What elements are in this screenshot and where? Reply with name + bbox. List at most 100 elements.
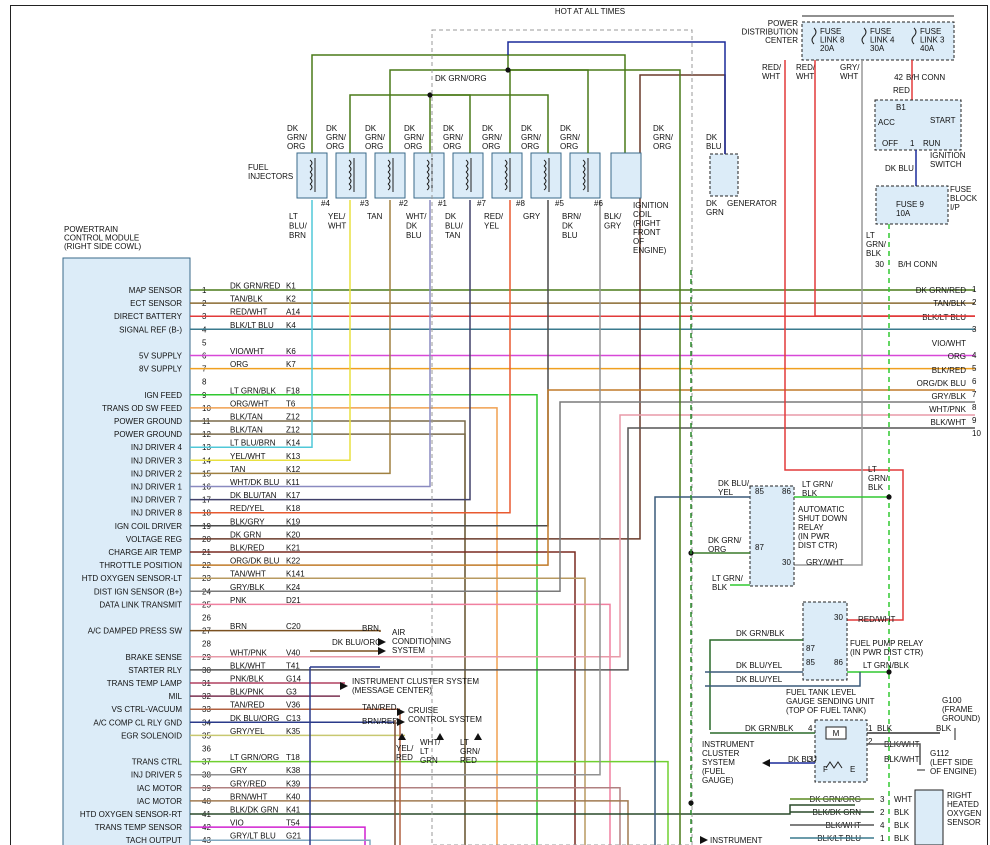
asd-wire-bottom: LT GRN/ [712,574,744,583]
injector-coil [582,171,586,179]
pdc-red-wht-2: WHT [796,72,814,81]
red-wht-direct-battery [814,60,975,317]
pin-circuit-code: K35 [286,727,301,736]
fp-pin-85: 85 [806,658,815,667]
wire-pin-10 [190,407,498,845]
injector-coil [309,183,313,191]
injector-number: #5 [555,199,564,208]
injector-top-wire: ORG [443,142,461,151]
injector-coil [348,159,352,167]
pin-function-label: STARTER RLY [128,666,182,675]
pin-function-label: HTD OXYGEN SENSOR-RT [80,810,182,819]
pin-wire-color: YEL/WHT [230,452,266,461]
cruise-wire-yel-red: YEL/ [396,744,414,753]
fuse-block-conn-pin: 30 [875,260,884,269]
fuse-link-symbol [811,27,817,45]
pin-circuit-code: A14 [286,308,301,317]
injector-top-wire: DK [443,124,455,133]
pin-wire-color: GRY/RED [230,779,267,788]
injector-wire-color: YEL/ [328,212,346,221]
pdc-fuse-2: LINK 4 [870,36,895,45]
injector-feed [349,94,430,153]
pin-function-label: POWER GROUND [114,430,182,439]
generator-top-wire: DK [706,133,718,142]
injector-coil [582,183,586,191]
cluster-message-center-label: INSTRUMENT CLUSTER SYSTEM [352,677,479,686]
pin-wire-color: BLK/RED [230,544,264,553]
pin-circuit-code: K19 [286,517,301,526]
ignition-coil-label: OF [633,237,644,246]
asd-pin-86: 86 [782,487,791,496]
injector-feed [508,54,626,153]
gry-wht-asd [790,60,863,566]
injector-top-wire: GRN/ [521,133,542,142]
pin-function-label: DATA LINK TRANSMIT [99,600,182,609]
pin-function-label: IGN FEED [144,391,182,400]
pin-function-label: MAP SENSOR [129,286,182,295]
pin-circuit-code: K7 [286,360,296,369]
fuel-tank-pin-3: 3 [808,755,813,764]
wire-pin-18 [190,200,511,514]
pin-function-label: MIL [169,692,183,701]
wire-pin-12 [190,433,466,845]
splice-dot [886,494,892,500]
pin-function-label: SIGNAL REF (B-) [119,325,182,334]
cruise-wire-lt-grn-red: LT [460,738,469,747]
pin-function-label: TRANS TEMP LAMP [107,679,182,688]
asd-relay-label: AUTOMATIC [798,505,845,514]
fuel-gauge-e: E [850,765,855,774]
cruise-wire-wht-lt-grn: WHT/ [420,738,441,747]
injector-wire-color: BRN/ [562,212,582,221]
pin-wire-color: ORG [230,360,248,369]
generator-bottom-wire: DK [706,199,718,208]
pcm-title: POWERTRAIN [64,225,118,234]
wire-pin-17 [190,200,471,501]
fp-pin-87: 87 [806,644,815,653]
pin-number: 5 [202,338,207,347]
right-connector-wire: WHT/PNK [929,405,967,414]
ignition-start: START [930,116,956,125]
injector-top-wire: GRN/ [443,133,464,142]
pin-circuit-code: K12 [286,465,301,474]
injector-coil [543,177,547,185]
instrument-cluster-fuel-gauge: (FUEL [702,767,726,776]
pin-circuit-code: F18 [286,386,300,395]
pin-function-label: HTD OXYGEN SENSOR-LT [82,574,182,583]
wire-pin-27 [190,629,381,632]
fuse-block-label: BLOCK [950,194,978,203]
right-connector-pin: 5 [972,364,977,373]
cluster-message-center-label: (MESSAGE CENTER) [352,686,432,695]
fuse-9: FUSE 9 [896,200,925,209]
pin-wire-color: GRY [230,766,248,775]
pin-function-label: DIRECT BATTERY [114,312,183,321]
o2-sensor-label: HEATED [947,800,979,809]
injector-coil [504,171,508,179]
injector-coil [465,177,469,185]
pin-wire-color: BLK/DK GRN [230,806,279,815]
pin-circuit-code: K20 [286,530,301,539]
injector-top-wire: ORG [287,142,305,151]
injector-wire-color: GRY [523,212,541,221]
injector-wire-color: BLU [562,231,578,240]
injector-feed [389,69,508,153]
wire-pin-15 [190,200,391,475]
ac-system-label: CONDITIONING [392,637,451,646]
wire-pin-25 [190,603,611,845]
right-connector-wire: BLK/WHT [930,418,966,427]
arrow-cruise-up [398,733,406,740]
right-connector-wire: GRY/BLK [931,392,966,401]
pin-circuit-code: K4 [286,321,296,330]
pin-function-label: INJ DRIVER 2 [131,469,183,478]
pin-circuit-code: T18 [286,753,300,762]
splice-dot [427,92,433,98]
injector-top-wire: GRN/ [404,133,425,142]
pin-wire-color: GRY/YEL [230,727,265,736]
ignition-run: RUN [923,139,941,148]
injector-coil [504,183,508,191]
ignition-coil-top-wire: GRN/ [653,133,674,142]
arrow-ac-2 [378,647,386,655]
o2-pin: 1 [880,834,885,843]
injector-top-wire: DK [482,124,494,133]
o2-color: WHT [894,795,912,804]
fuse-block-label: I/P [950,203,960,212]
